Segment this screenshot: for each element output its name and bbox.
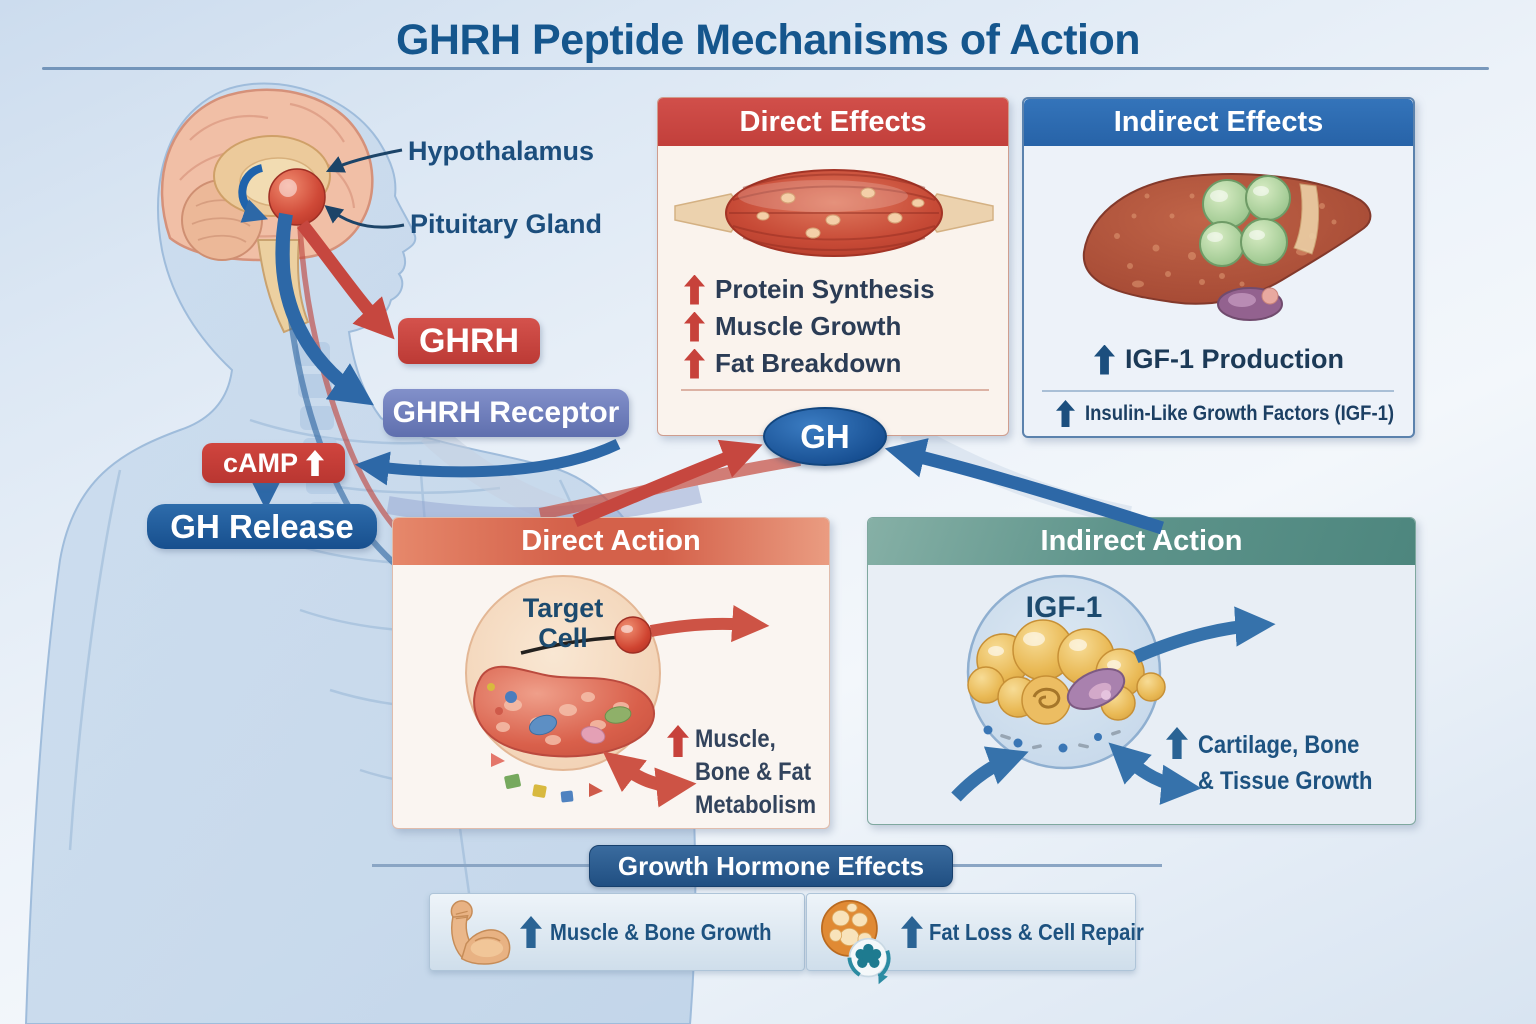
- growth-hormone-effects-banner: Growth Hormone Effects: [589, 845, 953, 887]
- direct-action-panel: Direct Action: [392, 517, 830, 829]
- divider-line: [681, 389, 989, 391]
- growth-hormone-effects-label: Growth Hormone Effects: [617, 850, 925, 881]
- gh-node: GH: [763, 407, 887, 466]
- indirect-effects-header: Indirect Effects: [1024, 99, 1413, 146]
- fat-loss-cell-repair-label: Fat Loss & Cell Repair: [929, 918, 1144, 945]
- up-arrow-icon: [901, 916, 923, 948]
- target-cell-label: Target Cell: [522, 593, 604, 653]
- camp-node: cAMP: [202, 443, 345, 483]
- label-pointer-arrows: [324, 148, 405, 229]
- up-arrow-icon: [520, 916, 542, 948]
- effect-row: IGF-1 Production: [1094, 344, 1344, 375]
- direct-effects-header: Direct Effects: [658, 98, 1008, 146]
- up-arrow-icon: [684, 348, 705, 379]
- title-underline: [42, 67, 1489, 70]
- circulation-arrow-icon: [238, 164, 269, 223]
- indirect-action-header: Indirect Action: [868, 518, 1415, 565]
- secretion-dots: [983, 725, 1121, 753]
- effect-row: Insulin-Like Growth Factors (IGF-1): [1056, 400, 1436, 427]
- igf1-cells-illustration: [951, 574, 1276, 805]
- indirect-action-panel: Indirect Action: [867, 517, 1416, 825]
- up-arrow-icon: [1056, 400, 1075, 427]
- ghrh-node-label: GHRH: [418, 321, 520, 360]
- effect-label: Insulin-Like Growth Factors (IGF-1): [1085, 401, 1395, 425]
- igf1-cell-cluster: [967, 619, 1166, 725]
- bicep-icon: [450, 900, 511, 965]
- direct-action-effect-label: Muscle, Bone & Fat Metabolism: [695, 725, 817, 819]
- muscle-bone-growth-card: Muscle & Bone Growth: [429, 893, 805, 971]
- igf1-label: IGF-1: [1025, 591, 1103, 624]
- cell-debris: [491, 753, 603, 803]
- fat-cell-repair-icon: [821, 900, 891, 985]
- target-cell-illustration: [465, 575, 770, 808]
- effect-label: Fat Breakdown: [715, 348, 902, 378]
- ghrh-receptor-node: GHRH Receptor: [383, 389, 629, 437]
- ghrh-receptor-label: GHRH Receptor: [392, 396, 620, 429]
- fat-loss-cell-repair-card: Fat Loss & Cell Repair: [806, 893, 1144, 985]
- indirect-action-effect-label: Cartilage, Bone & Tissue Growth: [1198, 731, 1373, 795]
- effect-row: Protein Synthesis: [684, 274, 935, 305]
- gh-release-label: GH Release: [170, 507, 354, 545]
- hypothalamus-label: Hypothalamus: [408, 136, 595, 166]
- satellite-cells: [756, 187, 925, 239]
- liver-texture: [1114, 193, 1337, 288]
- effect-row: Fat Breakdown: [684, 348, 901, 379]
- effect-label: Muscle Growth: [715, 311, 902, 341]
- muscle-bone-growth-label: Muscle & Bone Growth: [550, 918, 772, 945]
- up-arrow-icon: [684, 274, 705, 305]
- up-arrow-icon: [684, 311, 705, 342]
- repair-flower-icon: [855, 943, 882, 968]
- indirect-effects-panel: Indirect Effects: [1022, 97, 1415, 438]
- liver-illustration: [1082, 173, 1372, 321]
- effect-label: Protein Synthesis: [715, 274, 935, 304]
- direct-effects-panel: Direct Effects: [657, 97, 1009, 436]
- muscle-illustration: [674, 169, 994, 257]
- divider-line: [1042, 390, 1394, 392]
- effect-label: IGF-1 Production: [1125, 344, 1344, 374]
- gh-release-node: GH Release: [147, 504, 377, 549]
- organelles: [487, 683, 632, 744]
- direct-action-header: Direct Action: [393, 518, 829, 565]
- ghrh-node: GHRH: [398, 318, 540, 364]
- brain-illustration: [160, 88, 458, 607]
- camp-label: cAMP: [222, 447, 298, 478]
- pituitary-gland-shape: [268, 168, 326, 226]
- up-arrow-icon: [1094, 344, 1115, 375]
- gh-label: GH: [800, 417, 850, 455]
- igf1-cells: [1199, 175, 1291, 267]
- effect-row: Muscle Growth: [684, 311, 901, 342]
- up-arrow-icon: [306, 450, 324, 476]
- page-title: GHRH Peptide Mechanisms of Action: [395, 16, 1141, 64]
- pituitary-gland-label: Pituitary Gland: [410, 209, 603, 239]
